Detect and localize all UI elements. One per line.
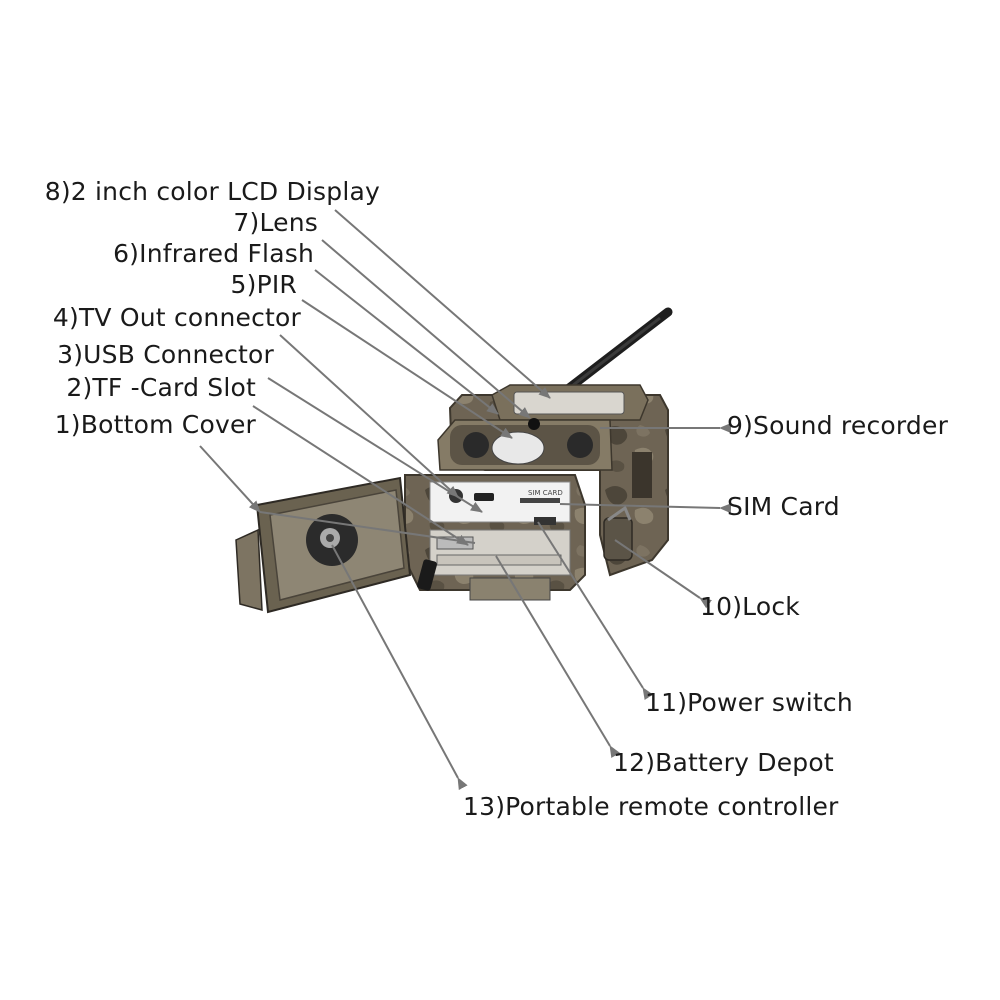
leader-bottom-cover xyxy=(199,445,261,513)
leader-remote xyxy=(331,544,468,791)
interior-panel: SIM CARD xyxy=(404,474,586,601)
label-power-switch: 11)Power switch xyxy=(645,688,853,717)
leader-bottom-cover-tail xyxy=(259,511,476,544)
label-usb-connector: 3)USB Connector xyxy=(57,340,274,369)
label-lens: 7)Lens xyxy=(233,208,318,237)
label-sound-recorder: 9)Sound recorder xyxy=(727,411,949,440)
label-sim-card: SIM Card xyxy=(727,492,840,521)
leader-tv-out xyxy=(279,334,459,498)
leader-lines xyxy=(199,209,732,791)
sim-slot-label: SIM CARD xyxy=(528,489,563,497)
leader-usb xyxy=(267,377,483,513)
camera-body xyxy=(437,384,669,577)
label-lock: 10)Lock xyxy=(700,592,800,621)
label-tf-card-slot: 2)TF -Card Slot xyxy=(66,373,256,402)
leader-lcd xyxy=(334,209,551,399)
label-portable-remote-controller: 13)Portable remote controller xyxy=(463,792,839,821)
leader-lens xyxy=(321,239,531,419)
leader-tf-slot xyxy=(252,405,469,546)
leader-battery xyxy=(495,555,620,759)
label-lcd-display: 8)2 inch color LCD Display xyxy=(44,177,380,206)
leader-sim xyxy=(559,503,732,514)
leader-ir-flash xyxy=(314,269,499,415)
label-infrared-flash: 6)Infrared Flash xyxy=(113,239,314,268)
label-tv-out-connector: 4)TV Out connector xyxy=(52,303,301,332)
label-battery-depot: 12)Battery Depot xyxy=(613,748,834,777)
label-pir: 5)PIR xyxy=(230,270,297,299)
bottom-cover xyxy=(235,476,437,614)
leader-pir xyxy=(301,299,513,439)
label-bottom-cover: 1)Bottom Cover xyxy=(54,410,256,439)
leader-power xyxy=(537,521,654,700)
leader-lock xyxy=(614,539,712,609)
